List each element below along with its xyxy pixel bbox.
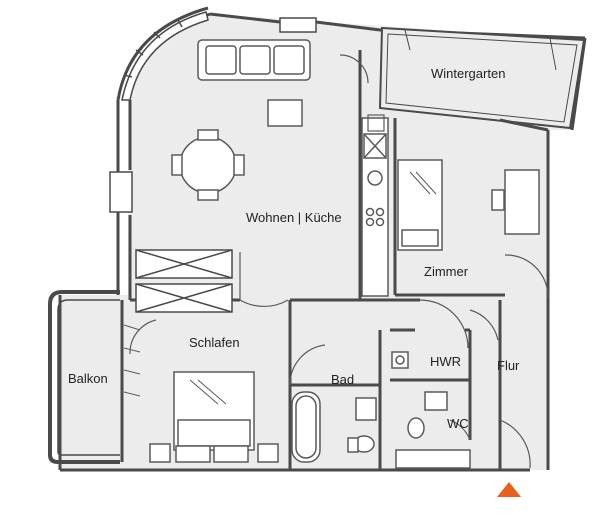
single-bed	[397, 159, 443, 251]
room-label-wc: WC	[447, 416, 469, 431]
room-label-flur: Flur	[497, 358, 520, 373]
sofa	[197, 39, 311, 81]
room-label-schlafen: Schlafen	[189, 335, 240, 350]
kitchen-counter	[361, 117, 389, 297]
bay-window	[109, 11, 317, 213]
wintergarten	[378, 26, 586, 130]
outer-walls	[58, 6, 587, 472]
double-bed	[149, 371, 279, 463]
room-label-wintergarten: Wintergarten	[431, 66, 505, 81]
entrance-marker-icon	[497, 482, 521, 497]
room-label-bad: Bad	[331, 372, 354, 387]
dining-table	[171, 129, 245, 201]
room-label-balkon: Balkon	[68, 371, 108, 386]
coffee-table	[267, 99, 303, 127]
room-label-hwr: HWR	[430, 354, 461, 369]
room-label-zimmer: Zimmer	[424, 264, 469, 279]
bathtub	[291, 391, 321, 463]
doors	[123, 54, 549, 469]
bathroom-fixtures	[347, 351, 471, 469]
desk	[491, 169, 540, 235]
balcony	[48, 290, 124, 464]
room-label-wohnen-kueche: Wohnen | Küche	[246, 210, 342, 225]
wardrobe	[135, 249, 233, 313]
floor-area	[60, 14, 585, 470]
